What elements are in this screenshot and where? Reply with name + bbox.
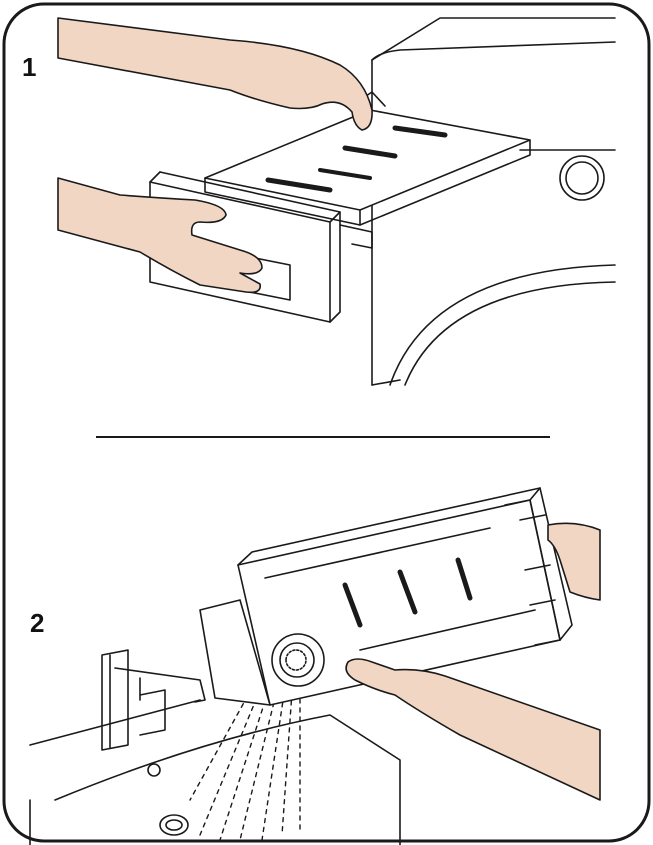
hand-upper	[57, 17, 373, 131]
panel-1-illustration	[57, 17, 616, 386]
panel-2-illustration	[29, 487, 601, 845]
water-spray	[189, 687, 301, 841]
step-number-2: 2	[30, 608, 45, 638]
sink	[29, 699, 401, 845]
hand-lower-right	[345, 658, 601, 801]
hand-lower	[57, 177, 263, 294]
step-number-1: 1	[22, 52, 37, 82]
detergent-drawer-removed	[199, 487, 573, 706]
hand-right	[547, 522, 601, 601]
faucet	[101, 649, 206, 751]
